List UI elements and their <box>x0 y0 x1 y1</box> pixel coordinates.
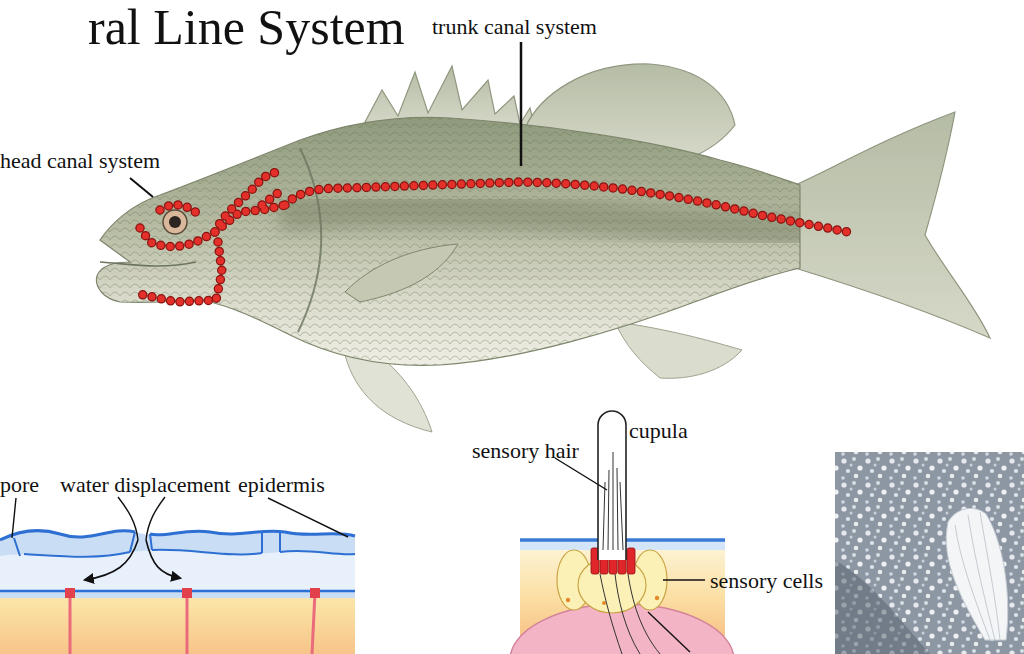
head-line-outline <box>160 205 198 214</box>
trunk-line-outline <box>285 182 848 232</box>
part-label: sensory cells <box>710 570 823 592</box>
head-line-outline <box>140 205 285 247</box>
canal-lumen <box>0 550 355 590</box>
head-line-outline <box>262 190 282 205</box>
neuromast-stalk <box>186 592 189 654</box>
gill-cover <box>298 148 321 332</box>
sensory-hairs <box>603 452 623 550</box>
leader-line <box>268 498 348 537</box>
leader-line <box>648 612 690 652</box>
anal-fin <box>615 322 742 378</box>
flow-arrow <box>146 540 180 578</box>
part-label: pore <box>0 474 39 496</box>
canal-cross-section <box>0 497 355 654</box>
scale-texture <box>90 110 810 370</box>
cell-dot <box>655 596 659 600</box>
leader-line <box>130 178 153 197</box>
leader-line <box>12 498 16 538</box>
neuromast-stalks <box>70 592 315 654</box>
part-label: sensory hair <box>472 440 579 462</box>
head-line-dots <box>215 172 276 232</box>
epidermis-layer <box>0 531 355 598</box>
sem-cupula <box>946 508 1007 640</box>
leader-line <box>118 497 165 540</box>
sem-background <box>835 452 1024 654</box>
head-line-dots <box>134 242 222 302</box>
cupula <box>598 411 626 560</box>
flow-arrow <box>85 540 138 580</box>
neuromast <box>310 588 320 598</box>
neuromast-stalk <box>312 592 315 654</box>
leader-line <box>555 458 607 490</box>
canal-label: trunk canal system <box>432 16 597 38</box>
canal-floor-line <box>0 590 355 593</box>
head-line-dots <box>160 205 198 214</box>
leader-line <box>663 579 705 580</box>
part-label: cupula <box>629 420 688 442</box>
fish-body <box>90 110 810 370</box>
pelvic-fin <box>345 355 432 432</box>
fish-pupil <box>169 216 181 228</box>
canal-roof-line <box>24 550 355 557</box>
neuromast <box>65 588 75 598</box>
neuromast <box>182 588 192 598</box>
hair-cell <box>627 548 635 574</box>
epidermis-outer-line <box>0 531 355 540</box>
neuromast-stalk <box>69 592 72 654</box>
head-line-dots <box>262 190 282 205</box>
mouth-line <box>100 262 196 266</box>
sem-photo <box>835 452 1024 654</box>
canal-label: head canal system <box>0 150 160 172</box>
cell-dot <box>566 598 570 602</box>
pectoral-fin <box>345 244 458 302</box>
leader-line <box>520 42 523 166</box>
cell-dot <box>602 601 606 605</box>
sem-cupula-ridges <box>955 512 1000 640</box>
head-line-outline <box>134 242 222 302</box>
process-label: water displacement <box>60 474 230 496</box>
diagram-title: ral Line System <box>88 2 405 52</box>
sem-shadow <box>835 560 930 654</box>
head-line-dots <box>140 205 285 247</box>
fish-eye <box>163 210 187 234</box>
lateral-line-dots <box>134 172 848 302</box>
trunk-line-dots <box>285 182 848 232</box>
part-label: epidermis <box>238 474 325 496</box>
